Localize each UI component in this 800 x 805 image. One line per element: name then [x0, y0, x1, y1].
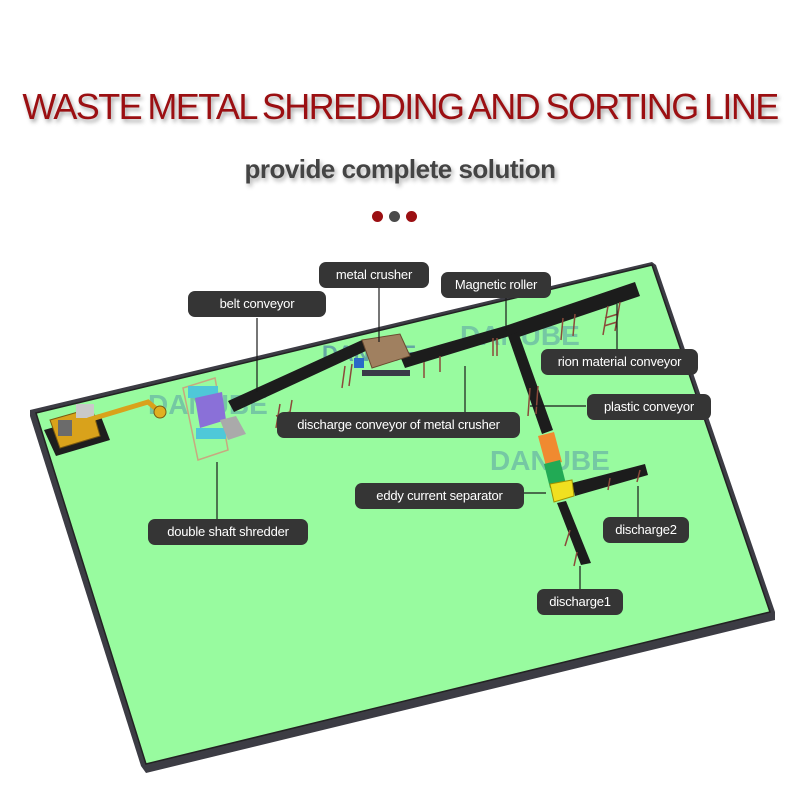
- belt-conveyor: [228, 340, 368, 412]
- label-double-shaft-shredder: double shaft shredder: [148, 519, 308, 545]
- excavator-cab: [76, 404, 94, 418]
- excavator: [44, 399, 167, 456]
- label-discharge-conveyor: discharge conveyor of metal crusher: [277, 412, 520, 438]
- leader-lines: [216, 286, 639, 589]
- excavator-window: [58, 420, 72, 436]
- label-discharge2: discharge2: [603, 517, 689, 543]
- conveyor-supports: [275, 301, 641, 567]
- page-subtitle: provide complete solution: [244, 154, 556, 184]
- discharge1-conveyor: [557, 501, 591, 565]
- discharge-conveyor: [400, 326, 510, 368]
- double-shaft-shredder: [182, 377, 246, 461]
- label-eddy-current-separator: eddy current separator: [355, 483, 524, 509]
- label-magnetic-roller: Magnetic roller: [441, 272, 551, 298]
- label-belt-conveyor: belt conveyor: [188, 291, 326, 317]
- plastic-conveyor: [508, 332, 553, 434]
- label-metal-crusher: metal crusher: [319, 262, 429, 288]
- rion-material-conveyor: [505, 282, 640, 340]
- metal-crusher-machine: [354, 333, 411, 376]
- label-discharge1: discharge1: [537, 589, 623, 615]
- platform: [35, 264, 771, 765]
- label-rion-material-conveyor: rion material conveyor: [541, 349, 698, 375]
- excavator-grab: [153, 405, 167, 419]
- dot-1: [372, 211, 383, 222]
- page-title: WASTE METAL SHREDDING AND SORTING LINE: [22, 86, 779, 127]
- dot-2: [389, 211, 400, 222]
- dot-3: [406, 211, 417, 222]
- label-plastic-conveyor: plastic conveyor: [587, 394, 711, 420]
- eddy-current-separator-machine: [538, 432, 575, 503]
- decorative-dots: [372, 211, 417, 222]
